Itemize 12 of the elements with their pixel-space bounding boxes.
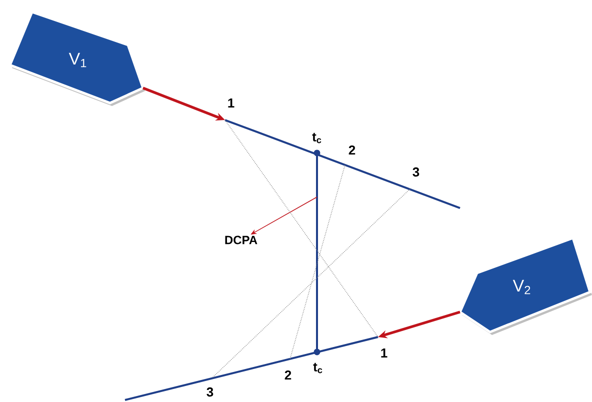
dcpa-label: DCPA [225, 236, 258, 244]
time-label: t$_{c}$ [313, 362, 322, 374]
position-number: 1 [228, 98, 234, 108]
position-number: 2 [348, 145, 356, 155]
sight-line [290, 164, 346, 360]
sight-line [212, 188, 410, 378]
position-number: 2 [284, 370, 292, 380]
time-label: t$_{c}$ [312, 132, 322, 144]
position-number: 1 [381, 348, 388, 358]
sight-line [224, 120, 378, 338]
position-number: 3 [412, 167, 420, 177]
position-number: 3 [206, 387, 214, 397]
